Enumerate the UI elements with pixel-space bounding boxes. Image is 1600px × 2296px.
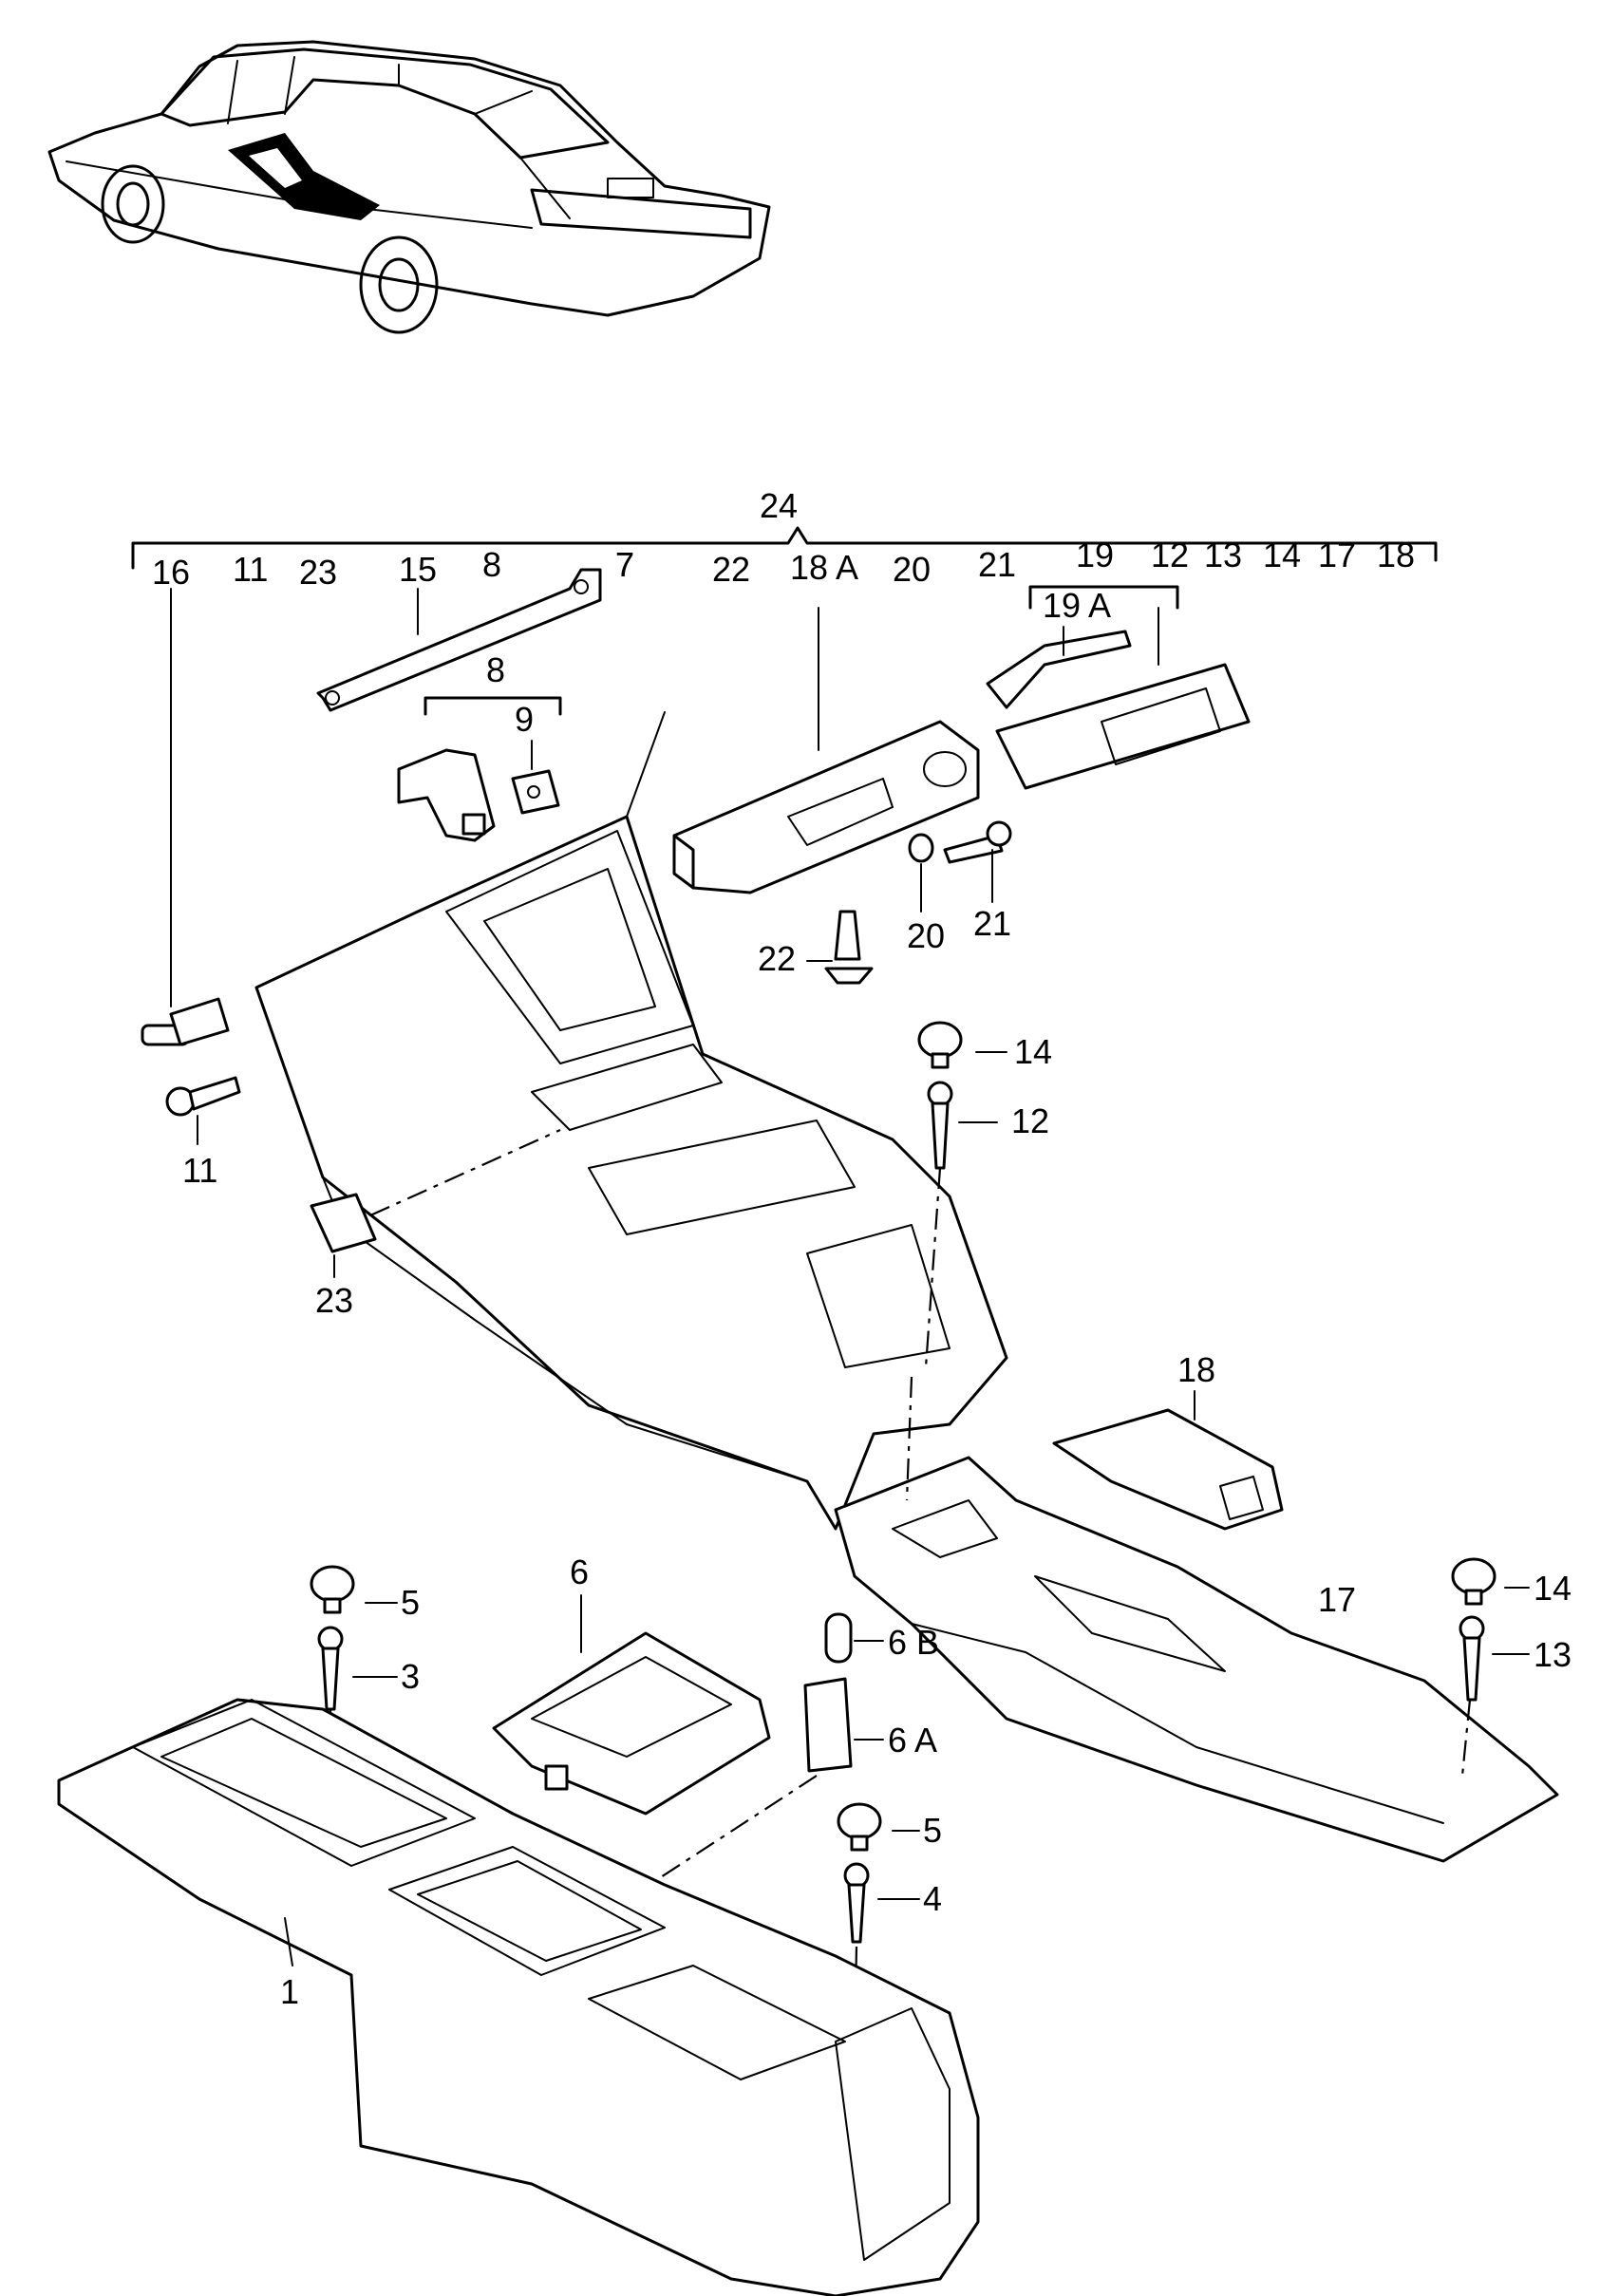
part-14-cap-upper [917,1021,1007,1069]
callout-6: 6 [570,1553,589,1591]
part-12-screw-upper [924,1081,998,1368]
callout-20-lower: 20 [907,916,945,955]
part-6-ashtray [492,1594,771,1816]
part-11-screw [165,1076,241,1145]
callout-13: 13 [1204,536,1242,574]
callout-5-mid: 5 [923,1811,942,1850]
part-15-trim-strip [316,568,602,712]
part-5-cap-mid [837,1802,920,1852]
part-18-cover [1052,1390,1284,1531]
callout-19: 19 [1076,536,1114,574]
callout-6B: 6 B [888,1623,939,1662]
callout-4: 4 [923,1879,942,1918]
vehicle-locator-illustration [47,40,771,334]
part-20-washer [908,833,934,913]
callout-24: 24 [760,486,798,525]
callout-18: 18 [1377,536,1415,574]
part-17-rear-console [834,1376,1559,1863]
callout-3: 3 [401,1657,420,1696]
callout-22: 22 [712,550,750,589]
callout-22-lower: 22 [758,939,796,978]
callout-23: 23 [299,553,337,592]
callout-17-mid: 17 [1318,1580,1356,1619]
callout-14-upper: 14 [1014,1032,1052,1071]
callout-1: 1 [280,1972,299,2011]
callout-13-right: 13 [1534,1635,1572,1674]
part-3-screw [317,1626,398,1838]
part-1-console-tray [57,1698,980,2296]
part-19A-bracket [986,626,1132,709]
callout-7-main: 7 [615,545,634,584]
callout-20: 20 [893,550,931,589]
callout-12: 12 [1151,536,1189,574]
part-19-switch-housing [995,607,1251,790]
part-18A-bracket [672,607,980,894]
callout-16: 16 [152,553,190,592]
callout-23-lower: 23 [315,1281,353,1320]
callout-8-sub: 8 [486,650,505,689]
part-7-front-console [254,711,1008,1531]
part-16-plug [141,588,230,1046]
callout-7: 7 [615,545,634,584]
callout-17: 17 [1318,536,1356,574]
part-14-cap-right [1451,1557,1530,1606]
callout-21: 21 [978,545,1016,584]
callout-5-left: 5 [401,1583,420,1622]
part-8-clip [397,748,496,842]
callout-9: 9 [515,700,534,739]
callout-12-upper: 12 [1011,1101,1049,1140]
callout-14: 14 [1263,536,1301,574]
callout-15: 15 [399,550,437,589]
part-23-cap [310,1128,561,1278]
callout-18A: 18 A [790,548,858,587]
callout-11-lower: 11 [182,1151,217,1190]
part-5-cap-left [310,1565,398,1614]
part-22-screw [806,910,874,985]
callout-14-right: 14 [1534,1569,1572,1608]
callout-21-lower: 21 [973,904,1011,943]
part-21-screw [943,820,1012,903]
part-9-nut [511,740,560,815]
assembly-bracket [131,526,1438,716]
callout-19A: 19 A [1043,586,1111,625]
part-13-screw [1459,1615,1530,1777]
callout-11: 11 [233,550,268,589]
callout-8: 8 [482,545,501,584]
part-6B-bulb [824,1612,884,1664]
callout-6A: 6 A [888,1721,937,1760]
callout-18-mid: 18 [1177,1350,1215,1389]
